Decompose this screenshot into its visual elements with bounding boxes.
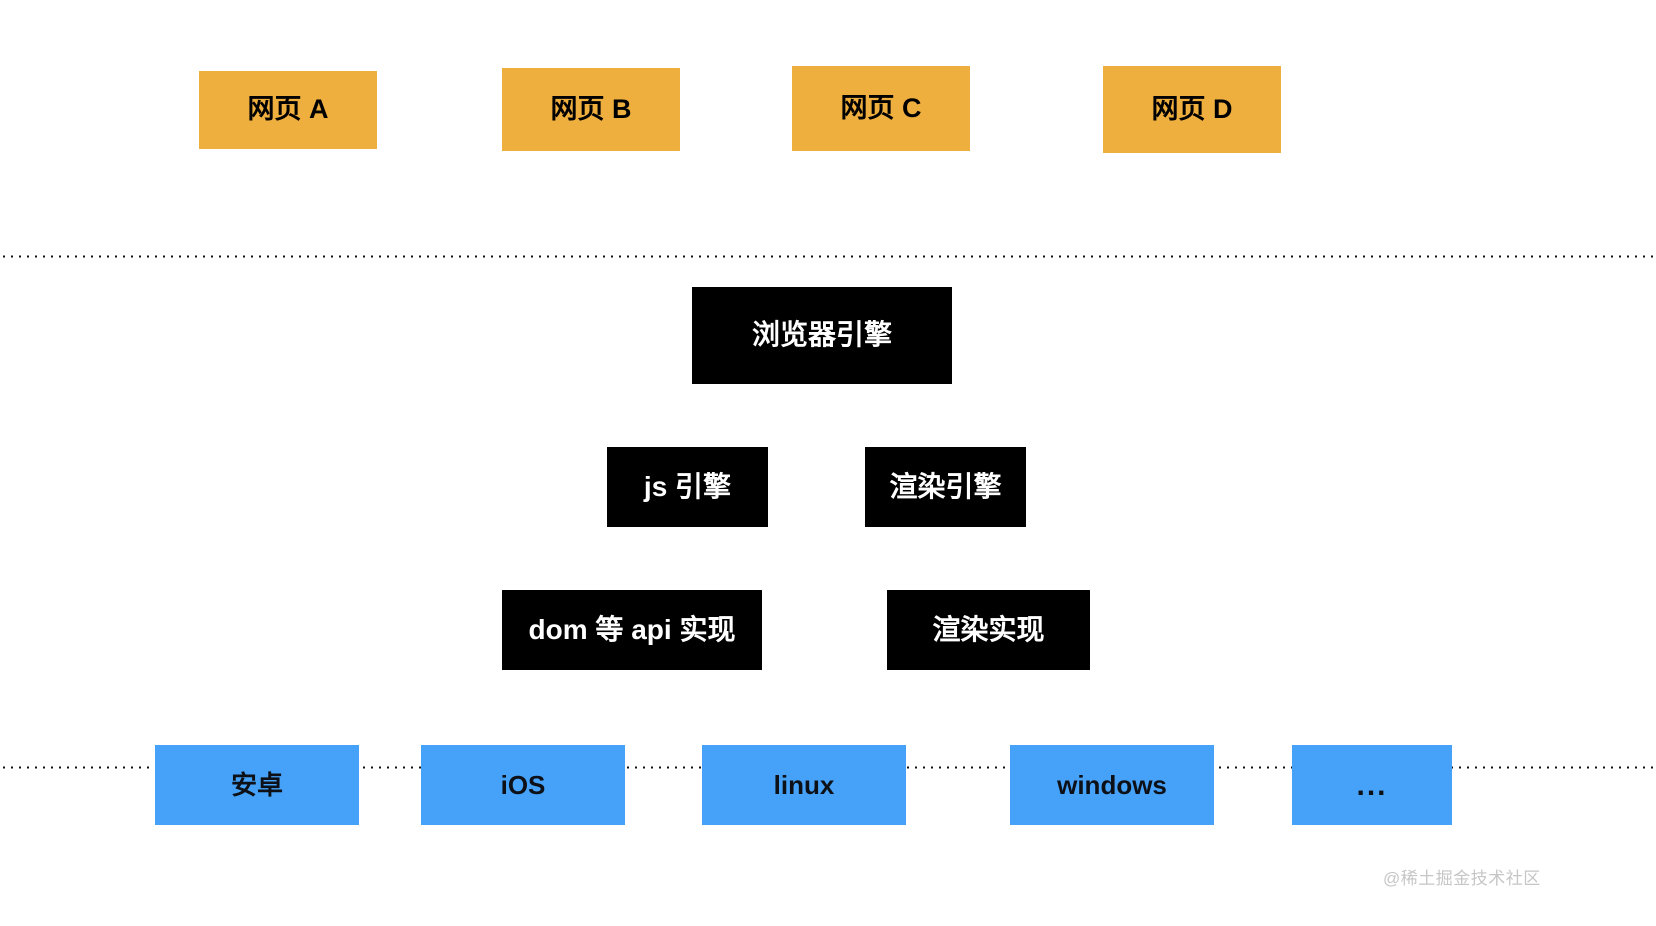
render-engine-box: 渲染引擎 — [865, 447, 1026, 527]
os-box-ios: iOS — [421, 745, 625, 825]
web-page-box-d-label: 网页 D — [1151, 93, 1233, 124]
web-page-box-a-label: 网页 A — [247, 94, 329, 125]
web-page-box-d: 网页 D — [1103, 66, 1281, 153]
os-box-android: 安卓 — [155, 745, 359, 825]
js-engine-box-label: js 引擎 — [643, 470, 732, 502]
browser-engine-box: 浏览器引擎 — [692, 287, 952, 384]
dom-api-implementation-box: dom 等 api 实现 — [502, 590, 762, 670]
web-page-box-c-label: 网页 C — [840, 92, 922, 123]
watermark: @稀土掘金技术社区 — [1383, 869, 1541, 888]
os-box-windows: windows — [1010, 745, 1214, 825]
os-box-windows-label: windows — [1057, 769, 1167, 800]
os-box-linux: linux — [702, 745, 906, 825]
os-box-more-label: ... — [1356, 768, 1388, 802]
render-engine-box-label: 渲染引擎 — [889, 470, 1002, 502]
dom-api-implementation-box-label: dom 等 api 实现 — [528, 613, 736, 645]
render-implementation-box: 渲染实现 — [887, 590, 1090, 670]
web-page-box-a: 网页 A — [199, 71, 377, 149]
os-box-linux-label: linux — [773, 769, 835, 800]
os-box-more: ... — [1292, 745, 1452, 825]
os-box-ios-label: iOS — [500, 769, 546, 800]
render-implementation-box-label: 渲染实现 — [932, 613, 1045, 645]
web-page-box-c: 网页 C — [792, 66, 970, 151]
browser-engine-box-label: 浏览器引擎 — [751, 319, 892, 351]
web-page-box-b: 网页 B — [502, 68, 680, 151]
os-box-android-label: 安卓 — [230, 769, 283, 800]
divider-top — [0, 255, 1656, 258]
web-page-box-b-label: 网页 B — [550, 93, 632, 124]
js-engine-box: js 引擎 — [607, 447, 768, 527]
